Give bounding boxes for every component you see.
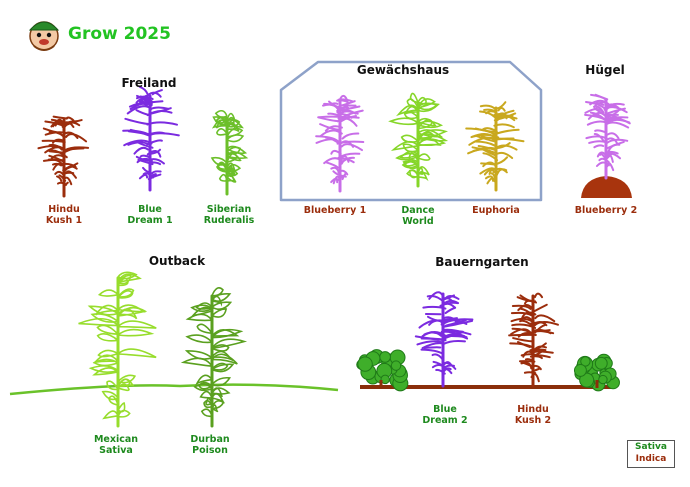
logo-icon — [28, 21, 60, 51]
plant-dw — [388, 92, 449, 188]
plant-ms — [78, 271, 157, 428]
outback-ground — [9, 383, 339, 396]
section-freiland: Freiland — [121, 76, 177, 90]
plant-bb2 — [584, 93, 631, 180]
plant-hk2 — [508, 292, 559, 388]
legend-sativa: Sativa — [635, 442, 667, 452]
greenhouse-frame — [279, 60, 543, 202]
plant-eu — [465, 101, 525, 192]
plant-label-eu: Euphoria — [472, 205, 520, 216]
plant-dp — [180, 287, 248, 428]
plant-bd1 — [122, 85, 180, 192]
plant-hk1 — [37, 115, 90, 198]
legend-indica: Indica — [635, 454, 667, 464]
plant-sr — [210, 109, 249, 196]
plant-bd2 — [414, 291, 474, 388]
section-huegel: Hügel — [585, 63, 625, 77]
plant-label-bb1: Blueberry 1 — [303, 205, 367, 216]
legend: Sativa Indica — [627, 440, 675, 468]
bush-1 — [356, 349, 409, 392]
bush-2 — [573, 353, 620, 392]
section-gewaechshaus: Gewächshaus — [356, 63, 450, 77]
hill-mound — [581, 176, 632, 198]
section-bauerngarten: Bauerngarten — [435, 255, 529, 269]
page-title: Grow 2025 — [68, 24, 171, 44]
section-outback: Outback — [148, 254, 206, 268]
plant-label-bb2: Blueberry 2 — [574, 205, 638, 216]
plant-bb1 — [315, 94, 365, 193]
